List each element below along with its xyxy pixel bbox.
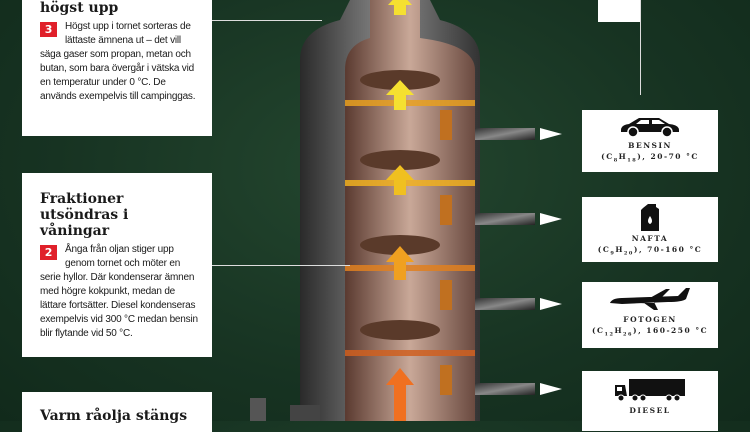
step-title: högst upp [40,0,119,16]
product-card-bensin: BENSIN (C8H18), 20-70 °C [582,110,718,172]
product-name: DIESEL [629,406,671,415]
step-number-badge: 2 [40,245,57,260]
step-text: Högst upp i tornet sorteras de lättaste … [40,21,196,102]
step-number-badge: 3 [40,22,57,37]
product-formula: (C9H20), 70-160 °C [597,245,703,257]
product-name: BENSIN [628,141,672,150]
canister-icon [641,204,659,231]
top-product-card [598,0,640,22]
product-name: FOTOGEN [623,315,677,324]
airplane-icon [610,288,690,310]
product-formula: (C12H26), 160-250 °C [591,326,709,338]
step-title: Fraktioner utsöndras i våningar [40,191,129,239]
product-card-diesel: DIESEL [582,371,718,431]
distillation-tower-illustration [250,0,535,421]
car-icon [621,118,679,138]
connector-line [640,0,641,95]
step-text: Ånga från oljan stiger upp genom tornet … [40,244,198,339]
step-1-box: Varm råolja stängs [22,392,212,432]
connector-line [212,20,322,21]
product-card-fotogen: FOTOGEN (C12H26), 160-250 °C [582,282,718,348]
product-formula: (C8H18), 20-70 °C [601,152,699,164]
truck-icon [615,379,685,402]
connector-line [212,265,350,266]
product-name: NAFTA [631,234,669,243]
product-card-nafta: NAFTA (C9H20), 70-160 °C [582,197,718,262]
step-title: Varm råolja stängs [40,408,188,424]
